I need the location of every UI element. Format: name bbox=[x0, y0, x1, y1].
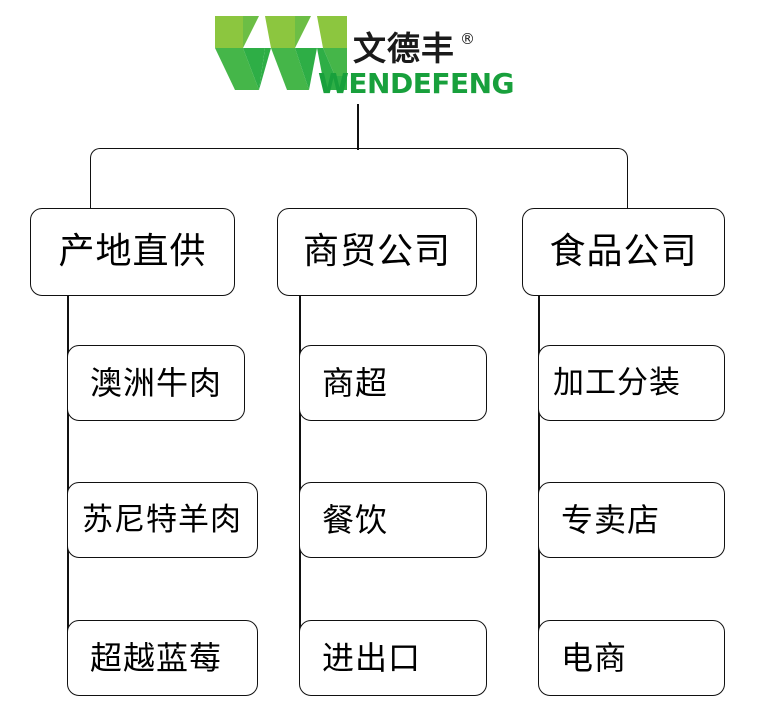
node-col-1-child-1[interactable]: 澳洲牛肉 bbox=[67, 345, 245, 421]
logo-chinese-name: 文德丰 bbox=[353, 29, 455, 68]
registered-trademark-icon: ® bbox=[460, 30, 475, 48]
node-col-3-child-1[interactable]: 加工分装 bbox=[538, 345, 725, 421]
node-label: 食品公司 bbox=[549, 231, 698, 272]
node-col-1-child-2[interactable]: 苏尼特羊肉 bbox=[67, 482, 258, 558]
node-col-1-title[interactable]: 产地直供 bbox=[30, 208, 235, 296]
node-col-2-title[interactable]: 商贸公司 bbox=[277, 208, 477, 296]
node-label: 商超 bbox=[322, 364, 389, 402]
node-label: 苏尼特羊肉 bbox=[82, 501, 242, 538]
node-col-2-child-2[interactable]: 餐饮 bbox=[299, 482, 487, 558]
connector-column-2 bbox=[299, 295, 301, 663]
connector-column-3 bbox=[538, 295, 540, 663]
node-col-3-child-2[interactable]: 专卖店 bbox=[538, 482, 725, 558]
company-logo: 文德丰 ® WENDEFENG bbox=[213, 14, 514, 106]
node-col-3-title[interactable]: 食品公司 bbox=[522, 208, 725, 296]
node-label: 澳洲牛肉 bbox=[90, 364, 223, 402]
node-label: 餐饮 bbox=[322, 501, 389, 539]
node-col-3-child-3[interactable]: 电商 bbox=[538, 620, 725, 696]
wendefeng-w-mark-icon bbox=[215, 16, 347, 90]
logo-english-name: WENDEFENG bbox=[318, 67, 514, 100]
node-col-2-child-3[interactable]: 进出口 bbox=[299, 620, 487, 696]
node-col-2-child-1[interactable]: 商超 bbox=[299, 345, 487, 421]
node-label: 加工分装 bbox=[553, 364, 681, 401]
node-label: 产地直供 bbox=[58, 231, 207, 272]
connector-branch-bar bbox=[90, 148, 628, 211]
node-label: 进出口 bbox=[322, 639, 422, 677]
node-label: 超越蓝莓 bbox=[90, 639, 223, 677]
connector-column-1 bbox=[67, 295, 69, 663]
connector-root-stem bbox=[357, 104, 359, 150]
node-col-1-child-3[interactable]: 超越蓝莓 bbox=[67, 620, 258, 696]
node-label: 商贸公司 bbox=[302, 231, 451, 272]
node-label: 专卖店 bbox=[561, 501, 661, 539]
node-label: 电商 bbox=[561, 639, 628, 677]
